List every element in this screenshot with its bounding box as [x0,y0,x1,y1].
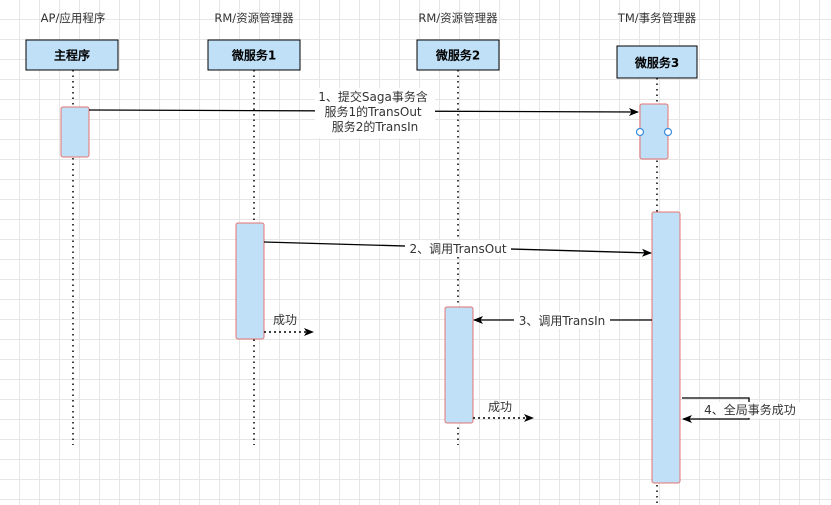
message-3-label-bg [514,312,610,329]
selection-handle-right[interactable] [663,127,673,137]
participant-microservice-2-label: 微服务2 [435,48,480,63]
message-2-label-bg [405,240,511,257]
participant-microservice-1-label: 微服务1 [231,48,276,63]
activation-microservice-3[interactable] [651,211,681,484]
message-1-label-bg [315,88,435,138]
message-4-label: 4、全局事务成功 [704,402,796,417]
activation-microservice-1[interactable] [235,222,265,340]
return-1-label: 成功 [273,313,297,327]
message-4-label-bg [700,402,800,418]
message-3-label: 3、调用TransIn [519,314,606,328]
message-2-label: 2、调用TransOut [409,242,506,256]
role-label-tm: TM/事务管理器 [617,11,697,25]
role-label-rm-1: RM/资源管理器 [214,11,294,25]
participant-microservice-2[interactable]: 微服务2 [416,39,500,71]
activation-microservice-2[interactable] [444,306,474,424]
participant-microservice-1[interactable]: 微服务1 [207,39,301,71]
message-1-label: 1、提交Saga事务含 服务1的TransOut 服务2的TransIn [318,89,431,134]
activation-microservice-3-selected[interactable] [639,103,669,160]
participant-main-program[interactable]: 主程序 [25,39,119,71]
participant-microservice-3-label: 微服务3 [634,55,679,70]
message-1-line-2: 服务1的TransOut [325,104,422,119]
message-1-line-3: 服务2的TransIn [332,119,419,134]
return-2-label: 成功 [488,400,512,414]
participant-main-program-label: 主程序 [54,48,90,63]
role-label-rm-2: RM/资源管理器 [418,11,498,25]
participant-microservice-3[interactable]: 微服务3 [616,45,698,79]
activation-main-program[interactable] [60,106,90,158]
selection-handle-left[interactable] [635,127,645,137]
role-label-app: AP/应用程序 [41,11,106,25]
message-1-line-1: 1、提交Saga事务含 [318,89,428,104]
